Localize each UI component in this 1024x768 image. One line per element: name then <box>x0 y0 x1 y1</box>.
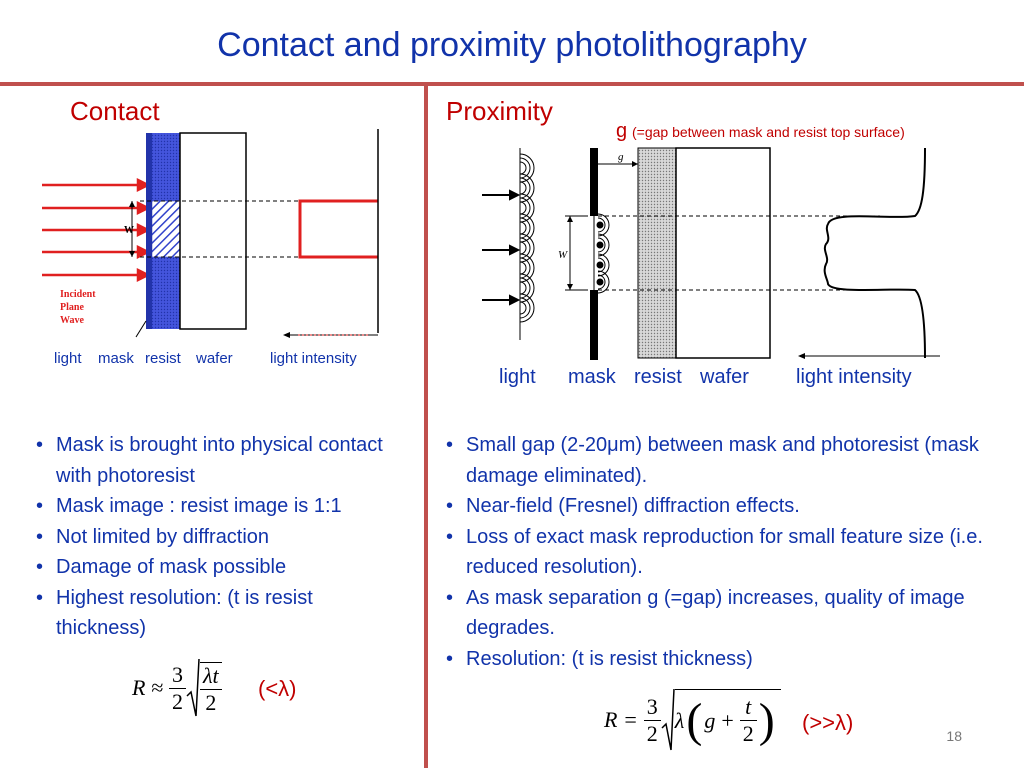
contact-bullets: Mask is brought into physical contact wi… <box>34 430 404 644</box>
prox-bullet-4: As mask separation g (=gap) increases, q… <box>444 583 989 644</box>
prox-eq-lhs: R = <box>604 707 638 732</box>
incident-label-1: Incident <box>60 289 96 300</box>
contact-bullet-4: Damage of mask possible <box>34 552 404 583</box>
w-label: W <box>124 225 134 236</box>
intensity-profile <box>298 199 378 259</box>
g-label-prox: g <box>618 151 624 163</box>
slide-title: Contact and proximity photolithography <box>217 26 807 64</box>
wafer-box-prox <box>675 147 771 359</box>
contact-eq-fraction: 3 2 <box>169 662 187 715</box>
proximity-heading: Proximity <box>446 96 553 126</box>
mask-bar <box>146 133 152 329</box>
sqrt-icon <box>186 658 200 717</box>
prox-eq-fraction: 3 2 <box>643 694 661 747</box>
prox-bullet-2: Near-field (Fresnel) diffraction effects… <box>444 491 989 522</box>
prox-caption-wafer: wafer <box>700 366 749 388</box>
proximity-diagram: W g <box>482 147 940 360</box>
incident-light-arrows <box>42 177 151 283</box>
contact-eq-lhs: R ≈ <box>132 675 164 700</box>
prox-bullet-3: Loss of exact mask reproduction for smal… <box>444 522 989 583</box>
proximity-bullets: Small gap (2-20μm) between mask and phot… <box>444 430 989 674</box>
contact-bullet-5: Highest resolution: (t is resist thickne… <box>34 583 404 644</box>
g-definition: (=gap between mask and resist top surfac… <box>632 124 905 140</box>
prox-bullet-5: Resolution: (t is resist thickness) <box>444 644 989 675</box>
sqrt-icon <box>661 688 675 751</box>
contact-bullet-3: Not limited by diffraction <box>34 522 404 553</box>
column-divider <box>424 84 428 768</box>
contact-bullet-2: Mask image : resist image is 1:1 <box>34 491 404 522</box>
wavefronts-mask <box>596 213 610 294</box>
proximity-equation: R = 3 2 λ ( g + t 2 ) <box>604 688 781 752</box>
contact-eq-radicand: λt 2 <box>200 661 222 716</box>
wafer-box <box>179 132 247 330</box>
prox-caption-resist: resist <box>634 366 682 388</box>
contact-caption-mask: mask <box>98 350 134 367</box>
prox-caption-intensity: light intensity <box>796 366 912 388</box>
wavefronts-left <box>519 153 535 323</box>
incident-label-2: Plane <box>60 302 84 313</box>
w-label-prox: W <box>558 249 568 261</box>
light-arrows <box>482 189 521 306</box>
contact-equation: R ≈ 3 2 λt 2 <box>132 658 222 718</box>
contact-eq-note: (<λ) <box>258 676 297 701</box>
resist-bottom <box>152 257 180 329</box>
incident-label-3: Wave <box>60 315 84 326</box>
contact-caption-wafer: wafer <box>196 350 233 367</box>
contact-caption-intensity: light intensity <box>270 350 357 367</box>
mask-top <box>590 148 598 216</box>
prox-eq-note: (>>λ) <box>802 710 854 735</box>
resist-top <box>152 133 180 201</box>
contact-caption-resist: resist <box>145 350 181 367</box>
g-symbol: g <box>616 120 628 142</box>
title-divider <box>0 82 1024 86</box>
page-number: 18 <box>946 728 962 744</box>
mask-bottom <box>590 290 598 360</box>
contact-heading: Contact <box>70 96 160 126</box>
contact-diagram: Incident Plane Wave W <box>42 129 379 338</box>
prox-bullet-1: Small gap (2-20μm) between mask and phot… <box>444 430 989 491</box>
contact-caption-light: light <box>54 350 82 367</box>
intensity-profile-prox <box>823 147 926 359</box>
resist-layer <box>637 147 677 359</box>
prox-caption-mask: mask <box>568 366 616 388</box>
contact-bullet-1: Mask is brought into physical contact wi… <box>34 430 404 491</box>
resist-exposed <box>151 200 181 258</box>
prox-caption-light: light <box>499 366 536 388</box>
prox-eq-radicand: λ ( g + t 2 ) <box>674 688 781 752</box>
